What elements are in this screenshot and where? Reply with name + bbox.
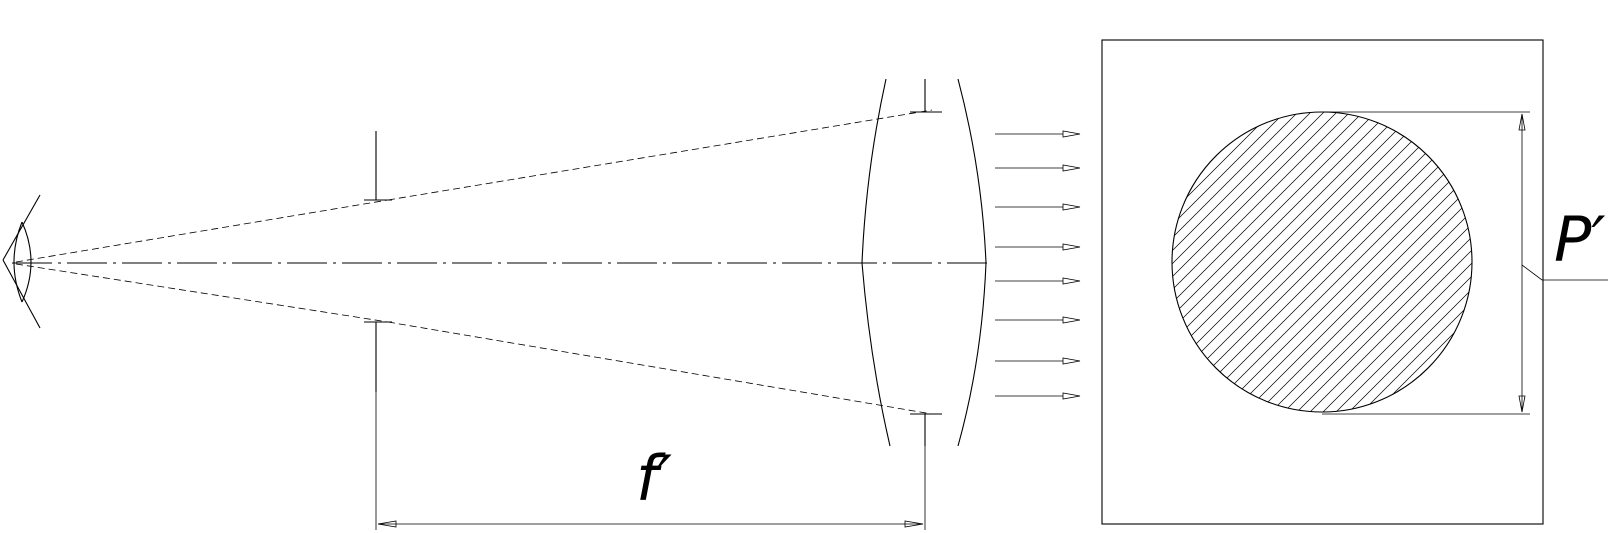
- hatch-line: [1172, 112, 1405, 412]
- focal-length-dimension: [375, 392, 926, 530]
- hatch-line: [866, 110, 1170, 414]
- hatch-line: [1172, 112, 1288, 412]
- beam-arrow: [995, 316, 1081, 324]
- hatch-line: [1172, 112, 1184, 412]
- hatch-line: [1172, 112, 1392, 412]
- upper-chief-ray-1: [15, 199, 389, 263]
- hatch-line: [1281, 112, 1472, 412]
- pupil-frame: [1101, 39, 1544, 525]
- beam-arrow: [995, 203, 1081, 211]
- hatch-line: [1172, 112, 1353, 412]
- eye-icon: [2, 194, 41, 329]
- hatch-line: [1216, 112, 1472, 412]
- lower-chief-ray-2: [387, 321, 933, 415]
- hatch-line: [1372, 112, 1472, 412]
- pupil-diameter-dimension: [1322, 111, 1608, 415]
- beam-arrow: [995, 243, 1081, 251]
- collimator-lens: [861, 78, 987, 447]
- hatch-line: [1172, 112, 1327, 412]
- hatch-line: [1346, 112, 1472, 412]
- hatch-line: [1229, 112, 1472, 412]
- hatch-line: [1172, 112, 1210, 412]
- lower-chief-ray-1: [15, 263, 389, 323]
- upper-chief-ray-2: [387, 109, 933, 201]
- beam-arrow: [995, 277, 1081, 285]
- hatch-line: [1320, 112, 1472, 412]
- hatch-line: [1359, 112, 1472, 412]
- field-stop: [364, 131, 392, 392]
- hatch-line: [1172, 112, 1444, 412]
- hatch-line: [1172, 112, 1314, 412]
- parallel-beam: [995, 130, 1081, 400]
- focal-length-label: f′: [636, 442, 672, 515]
- hatch-line: [1203, 112, 1472, 412]
- hatch-line: [1177, 112, 1472, 412]
- hatch-line: [1172, 112, 1197, 412]
- beam-arrow: [995, 130, 1081, 138]
- hatch-line: [1172, 112, 1470, 412]
- hatch-line: [1307, 112, 1472, 412]
- hatch-line: [1294, 112, 1472, 412]
- hatch-line: [1172, 112, 1249, 412]
- exit-pupil-disc: [866, 110, 1473, 414]
- hatch-line: [1190, 112, 1472, 412]
- beam-arrow: [995, 164, 1081, 172]
- hatch-line: [1268, 112, 1472, 412]
- hatch-line: [1242, 112, 1472, 412]
- hatch-line: [1255, 112, 1472, 412]
- hatch-line: [1172, 112, 1340, 412]
- hatch-line: [1172, 112, 1418, 412]
- hatch-line: [1172, 112, 1457, 412]
- hatch-line: [1172, 112, 1301, 412]
- hatch-line: [1172, 112, 1275, 412]
- lens-stop: [910, 79, 942, 446]
- hatch-line: [1172, 112, 1379, 412]
- beam-arrow: [995, 357, 1081, 365]
- hatch-line: [1333, 112, 1472, 412]
- pupil-diameter-label: P′: [1554, 203, 1605, 276]
- beam-arrow: [995, 392, 1081, 400]
- hatch-line: [1172, 112, 1262, 412]
- hatch-line: [1172, 112, 1236, 412]
- hatch-line: [1172, 112, 1366, 412]
- hatch-line: [1172, 112, 1223, 412]
